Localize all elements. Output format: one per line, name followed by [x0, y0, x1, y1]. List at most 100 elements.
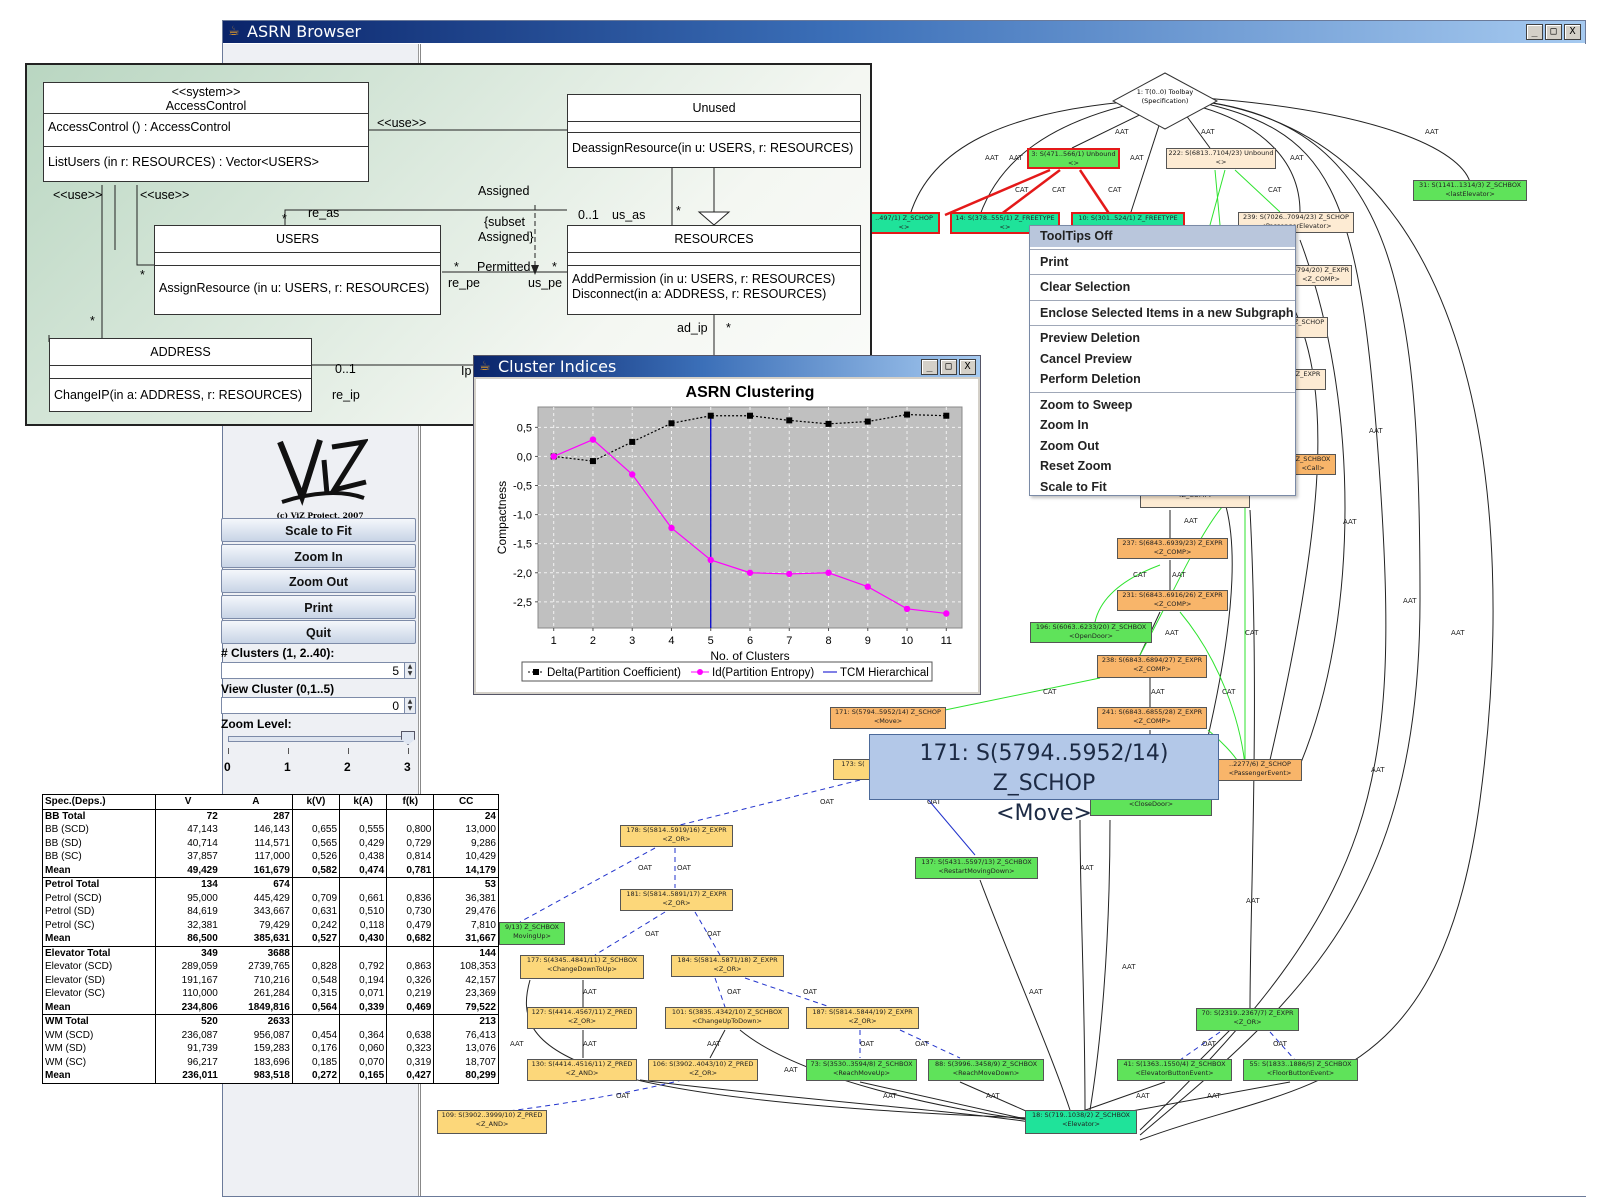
graph-node[interactable]: 178: S(5814..5919/16) Z_EXPR<Z_OR>	[620, 825, 733, 847]
zoom-in-button[interactable]: Zoom In	[221, 544, 416, 568]
menu-item-enclose-subgraph[interactable]: Enclose Selected Items in a new Subgraph	[1040, 305, 1294, 320]
graph-node[interactable]: 237: S(6843..6939/23) Z_EXPR<Z_COMP>	[1117, 538, 1228, 559]
maximize-button[interactable]: □	[940, 359, 957, 375]
graph-node[interactable]: 5794/20) Z_EXPR<Z_COMP>	[1290, 265, 1352, 286]
zoom-tick-0: 0	[224, 760, 231, 774]
quit-button[interactable]: Quit	[221, 620, 416, 644]
zoom-tick-mark	[288, 748, 289, 754]
graph-node[interactable]: 222: S(6813..7104/23) Unbound<>	[1166, 148, 1276, 169]
graph-node[interactable]: ..2277/6) Z_SCHOP<PassengerEvent>	[1218, 759, 1302, 781]
row-label-cell: WM Total	[42, 1014, 157, 1029]
graph-node[interactable]: Z_SCHBOX<Call>	[1290, 454, 1336, 475]
graph-node[interactable]: 241: S(6843..6855/28) Z_EXPR<Z_COMP>	[1097, 707, 1207, 729]
menu-item-zoom-out[interactable]: Zoom Out	[1040, 438, 1100, 453]
clusters-spinner-arrows[interactable]: ▲▼	[404, 662, 416, 679]
graph-node[interactable]: 3: S(471..566/1) Unbound<>	[1027, 148, 1120, 169]
graph-node[interactable]: 187: S(5814..5844/19) Z_EXPR<Z_OR>	[806, 1007, 919, 1029]
row-label-cell: Mean	[42, 1069, 157, 1083]
graph-node[interactable]: 41: S(1363..1550/4) Z_SCHBOX<ElevatorBut…	[1117, 1059, 1232, 1081]
graph-node[interactable]: 238: S(6843..6894/27) Z_EXPR<Z_COMP>	[1097, 655, 1207, 678]
graph-node[interactable]: 130: S(4414..4516/11) Z_PRED<Z_AND>	[527, 1059, 637, 1081]
graph-node[interactable]: 70: S(2319..2367/7) Z_EXPR<Z_OR>	[1196, 1008, 1299, 1031]
uml-multiplicity: *	[726, 321, 731, 335]
menu-item-clear-selection[interactable]: Clear Selection	[1040, 280, 1131, 294]
graph-node[interactable]: 231: S(6843..6916/26) Z_EXPR<Z_COMP>	[1117, 590, 1228, 611]
edge-label-oat: OAT	[645, 930, 659, 938]
graph-node[interactable]: 55: S(1833..1886/5) Z_SCHBOX<FloorButton…	[1243, 1059, 1358, 1081]
menu-item-cancel-preview[interactable]: Cancel Preview	[1040, 351, 1132, 366]
table-cell	[291, 1014, 340, 1029]
scale-to-fit-button[interactable]: Scale to Fit	[221, 518, 416, 542]
menu-item-scale-to-fit[interactable]: Scale to Fit	[1040, 479, 1107, 494]
clusters-spinner-input[interactable]: 5	[221, 662, 406, 679]
graph-node[interactable]: 73: S(3530..3594/8) Z_SCHBOX<ReachMoveUp…	[806, 1059, 917, 1081]
menu-item-perform-deletion[interactable]: Perform Deletion	[1040, 372, 1141, 386]
cluster-titlebar[interactable]: ☕ Cluster Indices _ □ X	[474, 356, 980, 377]
row-label-cell: Elevator (SC)	[42, 987, 157, 1001]
graph-node[interactable]: 173: S(	[833, 759, 873, 780]
data-point	[747, 412, 753, 419]
graph-node[interactable]: 106: S(3902..4043/10) Z_PRED<Z_OR>	[648, 1059, 758, 1081]
node-label: 10: S(301..524/1) Z_FREETYPE	[1078, 214, 1178, 222]
graph-node[interactable]: 184: S(5814..5871/18) Z_EXPR<Z_OR>	[671, 955, 784, 977]
edge-label-cat: CAT	[1015, 186, 1029, 194]
graph-node[interactable]: 196: S(6063..6233/20) Z_SCHBOX<OpenDoor>	[1030, 622, 1152, 643]
menu-item-zoom-to-sweep[interactable]: Zoom to Sweep	[1040, 397, 1133, 412]
table-cell: 0,814	[386, 850, 434, 864]
minimize-button[interactable]: _	[1526, 24, 1543, 40]
graph-node[interactable]: ..497/1) Z_SCHOP<>	[868, 212, 940, 234]
zoom-out-button[interactable]: Zoom Out	[221, 569, 416, 593]
uml-multiplicity: *	[552, 260, 557, 274]
edge-label-aat: AAT	[1290, 154, 1304, 162]
graph-node[interactable]: 127: S(4414..4567/11) Z_PRED<Z_OR>	[527, 1007, 637, 1029]
graph-node[interactable]: 109: S(3902..3999/10) Z_PRED<Z_AND>	[437, 1110, 547, 1134]
zoom-slider-track[interactable]	[228, 736, 412, 742]
uml-class-users[interactable]: USERS AssignResource (in u: USERS, r: RE…	[154, 225, 441, 315]
table-cell: 0,185	[291, 1055, 340, 1069]
uml-class-address[interactable]: ADDRESS ChangeIP(in a: ADDRESS, r: RESOU…	[49, 338, 312, 412]
graph-node[interactable]: 177: S(4345..4841/11) Z_SCHBOX<ChangeDow…	[520, 955, 644, 979]
zoom-slider-thumb[interactable]	[401, 731, 415, 745]
uml-class-name: USERS	[275, 232, 320, 246]
uml-class-resources[interactable]: RESOURCES AddPermission (in u: USERS, r:…	[567, 225, 861, 315]
graph-node[interactable]: 101: S(3835..4342/10) Z_SCHBOX<ChangeUpT…	[665, 1007, 789, 1029]
edge-label-cat: CAT	[1268, 186, 1282, 194]
maximize-button[interactable]: □	[1545, 24, 1562, 40]
x-tick-label: 3	[629, 635, 635, 647]
uml-class-accesscontrol[interactable]: <<system>> AccessControl AccessControl (…	[43, 82, 369, 182]
graph-node[interactable]: 18: S(719..1038/2) Z_SCHBOX<Elevator>	[1025, 1110, 1137, 1134]
close-button[interactable]: X	[959, 359, 976, 375]
table-cell: 0,429	[339, 836, 387, 850]
table-cell: 96,217	[187, 1056, 218, 1068]
node-sublabel: <OpenDoor>	[1069, 632, 1113, 640]
close-button[interactable]: X	[1564, 24, 1581, 40]
edge-label-aat: AAT	[1343, 518, 1357, 526]
graph-node[interactable]: 88: S(3996..3458/9) Z_SCHBOX<ReachMoveDo…	[928, 1059, 1044, 1081]
x-tick-label: 5	[708, 635, 714, 647]
menu-item-tooltips-off[interactable]: ToolTips Off	[1030, 226, 1295, 247]
uml-operation: AddPermission (in u: USERS, r: RESOURCES…	[572, 272, 836, 286]
print-button[interactable]: Print	[221, 595, 416, 619]
graph-root-node[interactable]	[1112, 72, 1218, 130]
view-cluster-spinner-input[interactable]: 0	[221, 697, 406, 714]
menu-item-preview-deletion[interactable]: Preview Deletion	[1040, 331, 1141, 345]
edge-label-aat: AAT	[1115, 128, 1129, 136]
menu-item-reset-zoom[interactable]: Reset Zoom	[1040, 459, 1112, 473]
graph-node[interactable]: 171: S(5794..5952/14) Z_SCHOP<Move>	[830, 707, 946, 729]
table-cell: 53	[433, 877, 499, 892]
graph-node[interactable]: 31: S(1141..1314/3) Z_SCHBOX<lastElevato…	[1413, 180, 1527, 201]
minimize-button[interactable]: _	[921, 359, 938, 375]
y-tick-label: -1,5	[513, 539, 532, 551]
graph-node[interactable]: 181: S(5814..5891/17) Z_EXPR<Z_OR>	[620, 889, 733, 911]
asrn-titlebar[interactable]: ☕ ASRN Browser _ □ X	[223, 21, 1585, 43]
view-cluster-spinner-arrows[interactable]: ▲▼	[404, 697, 416, 714]
menu-item-print[interactable]: Print	[1040, 254, 1069, 269]
node-sublabel: <Z_COMP>	[1133, 717, 1171, 725]
graph-edge-cat	[1179, 611, 1246, 766]
column-header: CC	[433, 794, 499, 810]
uml-class-unused[interactable]: Unused DeassignResource(in u: USERS, r: …	[567, 94, 861, 168]
node-label: 231: S(6843..6916/26) Z_EXPR	[1122, 591, 1223, 599]
graph-node[interactable]: 137: S(5431..5597/13) Z_SCHBOX<RestartMo…	[915, 857, 1038, 879]
menu-item-zoom-in[interactable]: Zoom In	[1040, 418, 1089, 432]
